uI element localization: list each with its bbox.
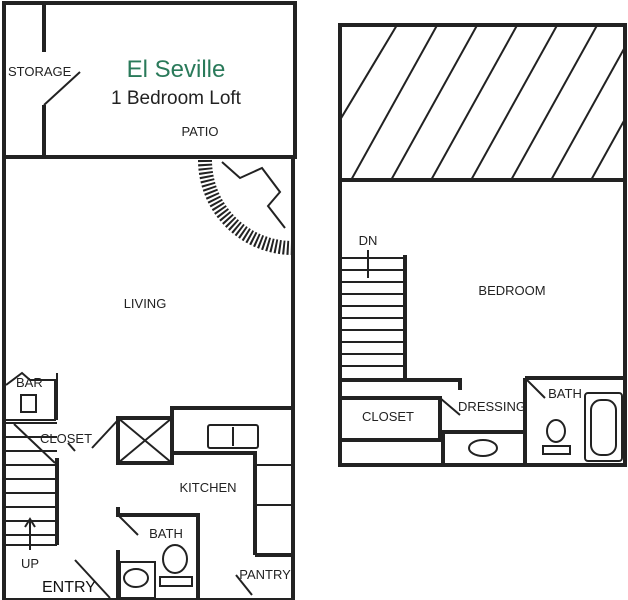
kitchen-sink — [207, 424, 259, 449]
label-closet-lower: CLOSET — [40, 431, 92, 446]
bar-counter — [5, 371, 56, 421]
toilet-tank — [542, 445, 571, 455]
label-living: LIVING — [124, 296, 167, 311]
upper-toilet — [546, 419, 566, 443]
label-dn: DN — [359, 233, 378, 248]
plan-subtitle: 1 Bedroom Loft — [111, 88, 242, 109]
label-bath-lower: BATH — [149, 526, 183, 541]
bathtub-inner — [590, 399, 617, 456]
label-up: UP — [21, 556, 39, 571]
label-closet-upper: CLOSET — [362, 409, 414, 424]
spiral-stair — [198, 159, 294, 255]
label-bar: BAR — [16, 375, 43, 390]
bar-sink — [20, 394, 37, 413]
kitchen-walls — [170, 406, 293, 596]
label-kitchen: KITCHEN — [179, 480, 236, 495]
bath-sink — [123, 568, 149, 588]
patio-outline — [2, 1, 297, 159]
loft-wall — [340, 378, 462, 390]
entry-door — [74, 559, 111, 599]
storage-door — [43, 71, 81, 106]
upper-closet — [340, 396, 442, 442]
plan-title: El Seville — [127, 56, 226, 83]
upper-level-plan — [338, 23, 627, 467]
open-to-below-hatch — [340, 27, 624, 179]
label-pantry: PANTRY — [239, 567, 291, 582]
dressing-vanity — [441, 430, 527, 467]
bathtub — [584, 392, 623, 462]
label-entry: ENTRY — [42, 579, 96, 596]
stairs-down — [342, 250, 407, 378]
vanity-sink — [468, 439, 498, 457]
label-dressing: DRESSING — [458, 399, 526, 414]
label-bedroom: BEDROOM — [478, 283, 545, 298]
label-patio: PATIO — [181, 124, 218, 139]
lower-bath — [74, 507, 200, 600]
label-storage: STORAGE — [8, 64, 72, 79]
toilet — [162, 544, 188, 574]
lower-level-plan — [2, 1, 297, 600]
label-bath-upper: BATH — [548, 386, 582, 401]
stairs-up — [6, 422, 59, 550]
